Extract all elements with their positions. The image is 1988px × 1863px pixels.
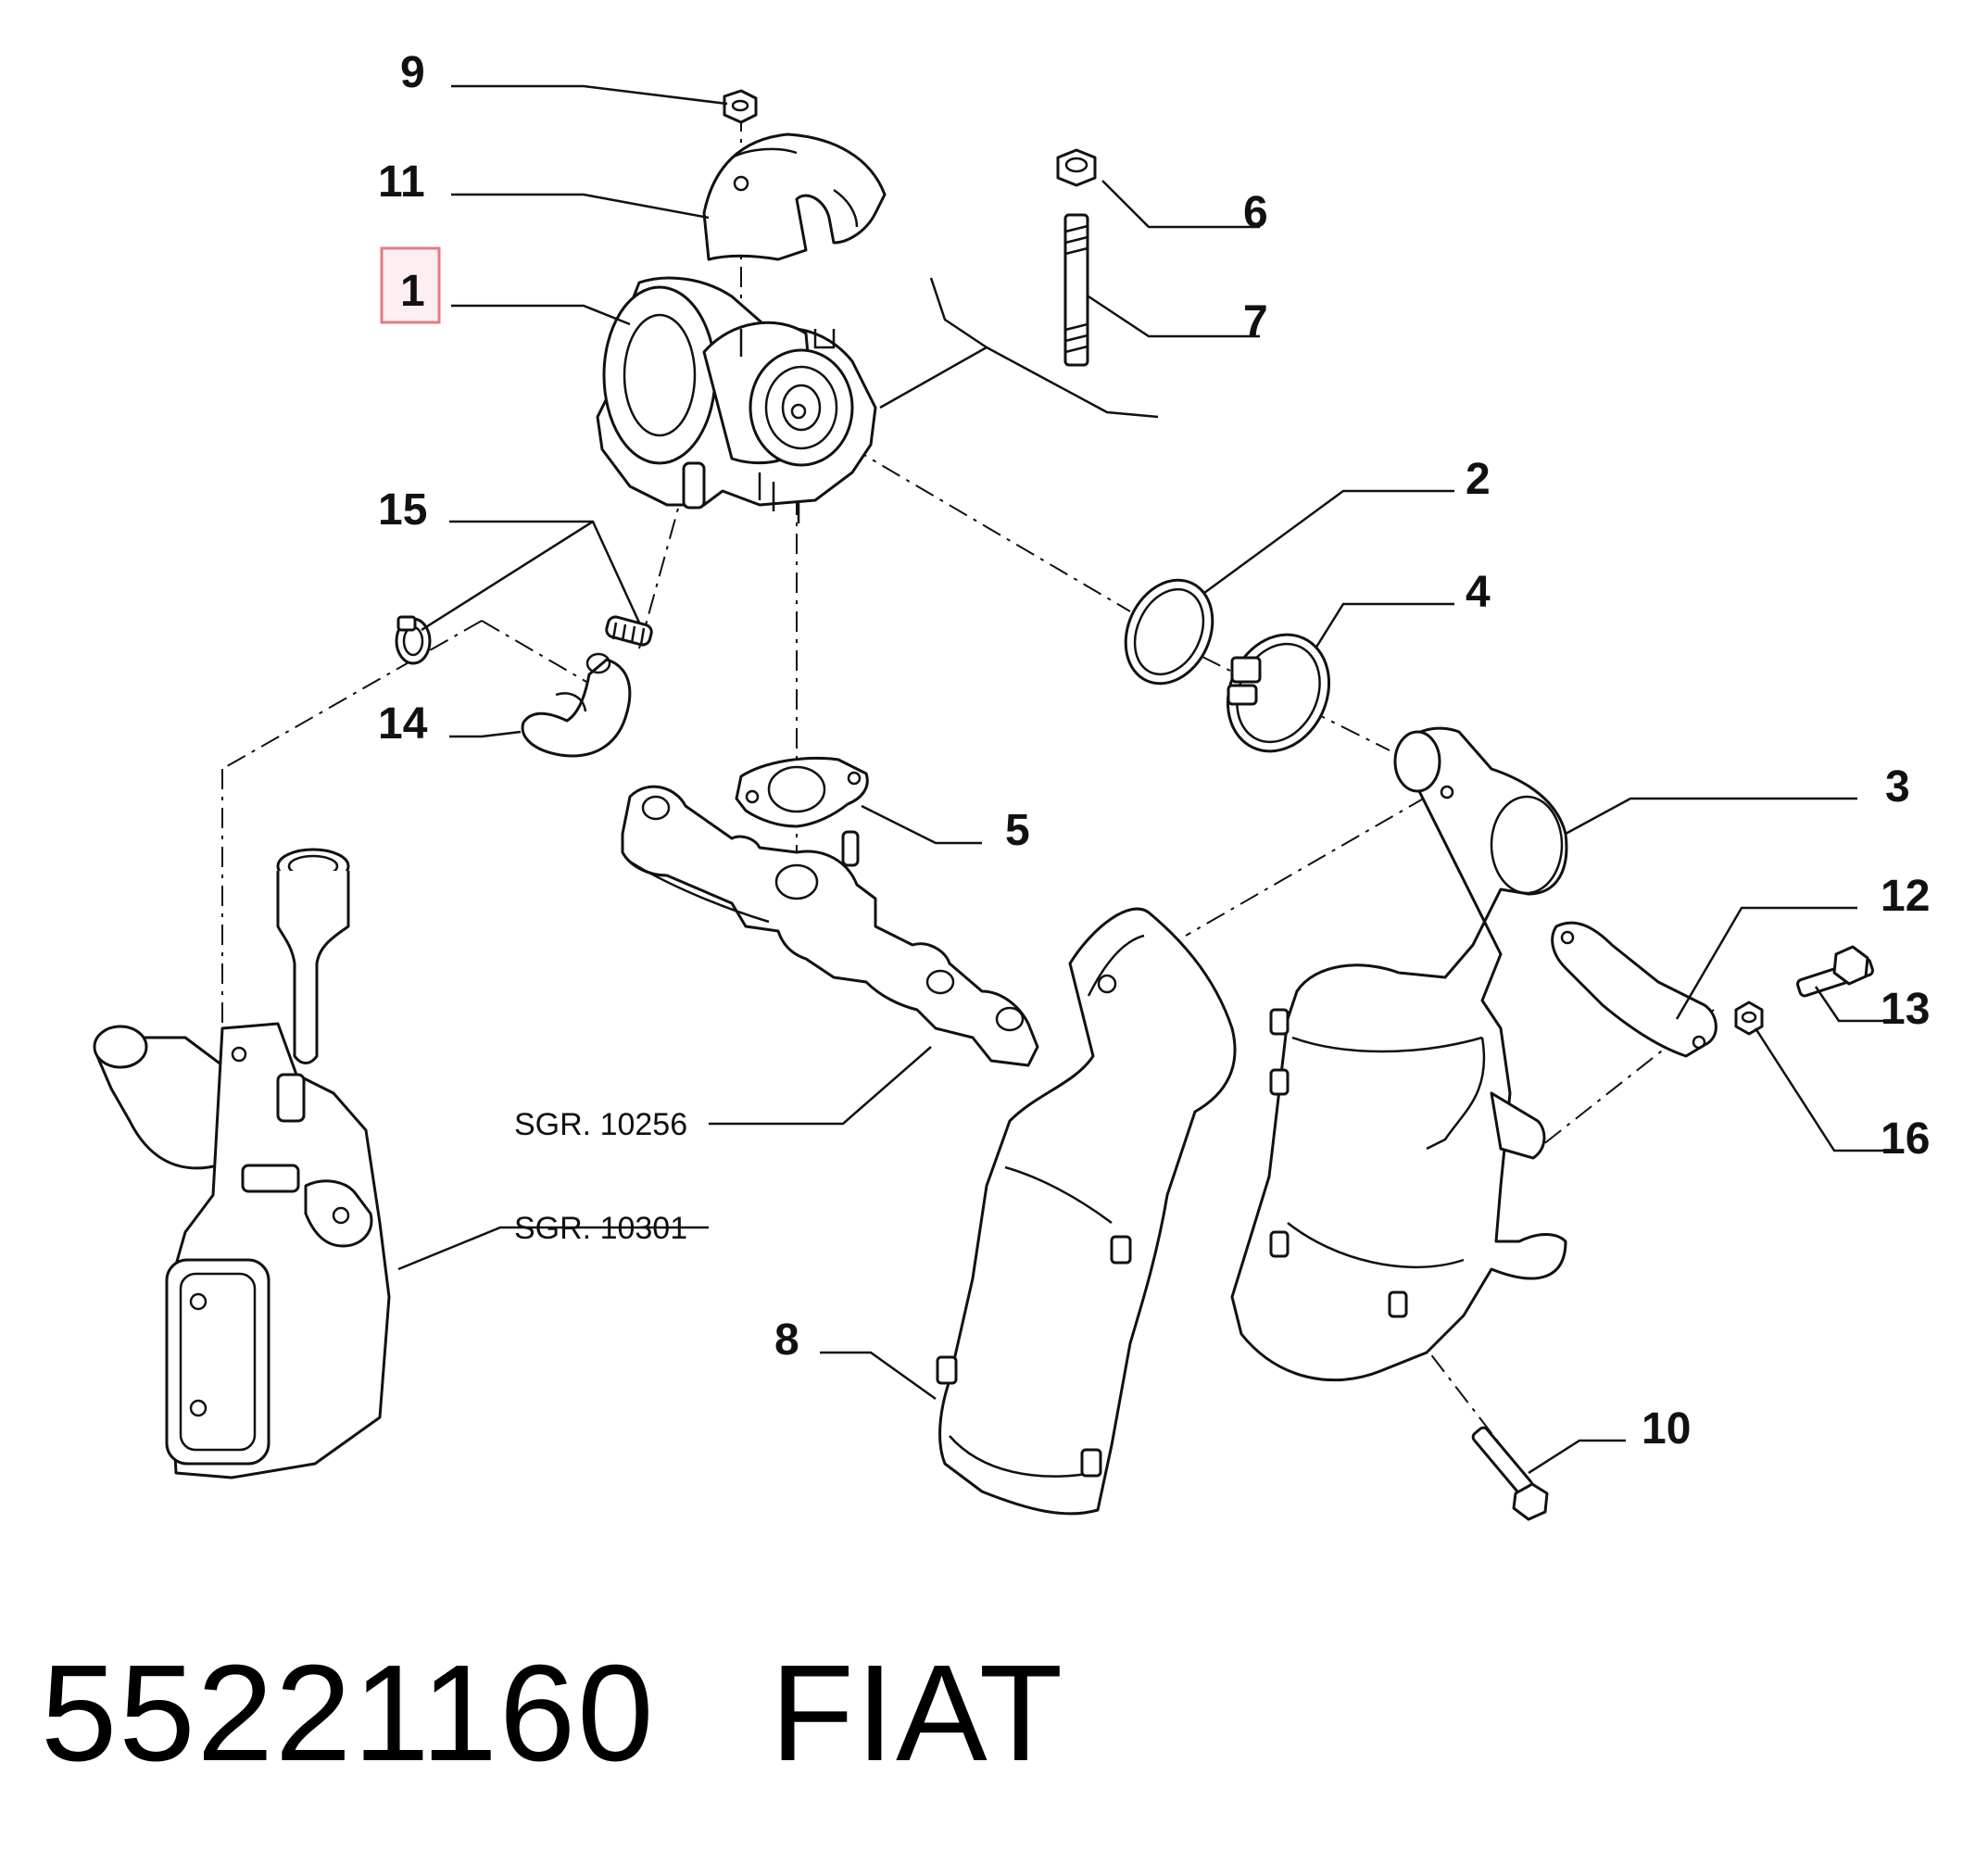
- bolt-part-10[interactable]: [1471, 1426, 1549, 1521]
- callout-15[interactable]: 15: [378, 485, 427, 535]
- nut-part-9[interactable]: [723, 89, 758, 124]
- ref-sgr-10256[interactable]: SGR. 10256: [514, 1107, 687, 1142]
- ref-sgr-10301[interactable]: SGR. 10301: [514, 1211, 687, 1246]
- highlight-callout-1: [380, 246, 441, 324]
- flange-gasket-part-5[interactable]: [735, 756, 869, 828]
- oil-filter-housing-ref-10301[interactable]: [93, 848, 391, 1479]
- v-band-clamp-part-4[interactable]: [1209, 618, 1347, 768]
- callout-14[interactable]: 14: [378, 699, 428, 749]
- hose-part-14[interactable]: [521, 652, 632, 758]
- callout-10[interactable]: 10: [1642, 1404, 1691, 1454]
- heat-shield-part-8[interactable]: [936, 907, 1237, 1516]
- callout-7[interactable]: 7: [1243, 297, 1268, 346]
- callout-3[interactable]: 3: [1885, 762, 1910, 812]
- bracket-part-12[interactable]: [1551, 921, 1717, 1058]
- callout-labels: 9 11 1 6 7 15 2 4 14 5 3 12 13 16 8 10: [378, 48, 1930, 1454]
- hose-clip-part-15a[interactable]: [395, 615, 432, 665]
- hose-clip-part-15b[interactable]: [605, 615, 653, 647]
- callout-6[interactable]: 6: [1243, 188, 1268, 237]
- brand-name: FIAT: [770, 1637, 1065, 1790]
- gasket-ring-part-2[interactable]: [1110, 566, 1229, 698]
- nut-part-6[interactable]: [1056, 148, 1097, 187]
- callout-2[interactable]: 2: [1466, 455, 1491, 504]
- callout-1[interactable]: 1: [400, 267, 425, 316]
- part-number: 55221160: [41, 1637, 656, 1790]
- stud-part-7[interactable]: [1063, 213, 1089, 367]
- diesel-particulate-filter-part-3[interactable]: [1230, 726, 1568, 1382]
- callout-12[interactable]: 12: [1881, 872, 1930, 921]
- callout-11[interactable]: 11: [378, 157, 425, 207]
- callout-4[interactable]: 4: [1466, 568, 1491, 617]
- callout-9[interactable]: 9: [400, 48, 425, 97]
- heat-shield-part-11[interactable]: [702, 132, 887, 261]
- exhaust-manifold-ref-10256[interactable]: [621, 785, 1039, 1067]
- leader-lines: [397, 84, 1885, 1475]
- group-references: SGR. 10256 SGR. 10301: [514, 1107, 687, 1246]
- callout-8[interactable]: 8: [774, 1315, 799, 1365]
- turbocharger-part-1[interactable]: [596, 276, 877, 523]
- callout-13[interactable]: 13: [1881, 985, 1930, 1034]
- exploded-parts-diagram: 9 11 1 6 7 15 2 4 14 5 3 12 13 16 8 10 S…: [93, 48, 1930, 1521]
- nut-part-16[interactable]: [1734, 1001, 1764, 1036]
- callout-16[interactable]: 16: [1881, 1114, 1930, 1164]
- part-footer: 55221160 FIAT: [41, 1630, 1064, 1797]
- callout-5[interactable]: 5: [1005, 806, 1030, 855]
- bolt-part-13[interactable]: [1796, 945, 1874, 998]
